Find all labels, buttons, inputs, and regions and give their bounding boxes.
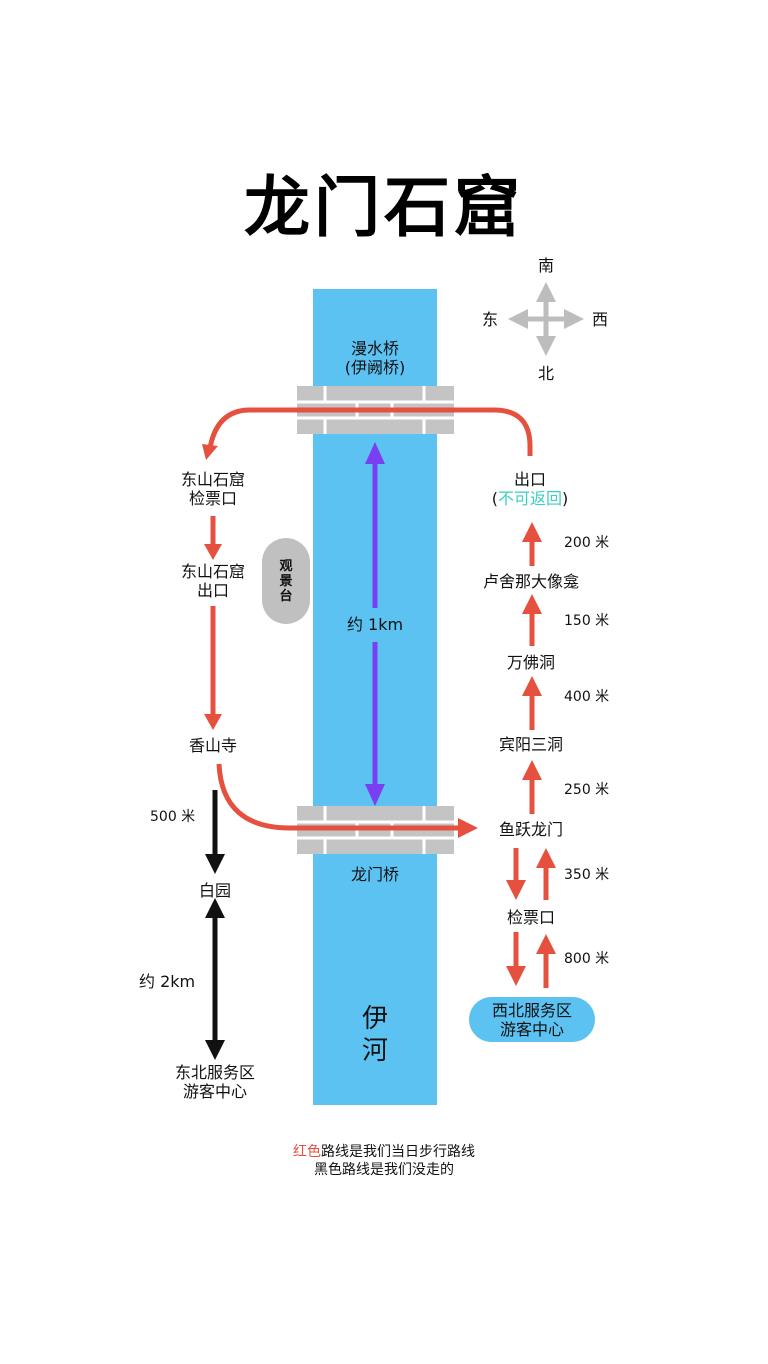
nw-visitor-center: 西北服务区 游客中心 [469, 997, 595, 1042]
top-bridge-name: 漫水桥 [350, 339, 399, 358]
legend-black-line: 黑色路线是我们没走的 [314, 1162, 454, 1178]
walked-route-lower-bridge [216, 763, 462, 831]
distance-exit: 200 米 [564, 535, 610, 551]
legend-red-rest: 路线是我们当日步行路线 [321, 1144, 475, 1160]
wanfo-cave: 万佛洞 [506, 653, 555, 672]
compass-west-label: 西 [591, 310, 608, 329]
exit-line2: (不可返回) [470, 489, 590, 508]
distance-bai-ne: 约 2km [139, 972, 196, 991]
river-name-line2: 河 [361, 1036, 388, 1066]
nw-center-line1: 西北服务区 [491, 1000, 572, 1020]
ne-center-line1: 东北服务区 [174, 1063, 255, 1082]
lushena-niche: 卢舍那大像龛 [482, 572, 579, 591]
distance-wanfo: 400 米 [564, 689, 610, 705]
compass-icon [508, 282, 584, 356]
walked-route-east-bank [506, 522, 556, 988]
exit-line1: 出口 [513, 470, 546, 489]
compass-east-label: 东 [481, 310, 498, 329]
no-return-note: 不可返回 [497, 489, 562, 508]
river-name: 伊 河 [313, 1003, 437, 1067]
top-bridge-label: 漫水桥 (伊阙桥) [313, 339, 437, 377]
ne-visitor-center: 东北服务区 游客中心 [155, 1063, 275, 1101]
map-title: 龙门石窟 [244, 169, 524, 246]
east-hill-ticket-line2: 检票口 [188, 489, 237, 508]
top-bridge-alt-name: (伊阙桥) [344, 358, 406, 377]
exit-paren-open: ( [491, 489, 498, 508]
distance-ticket: 800 米 [564, 951, 610, 967]
distance-yuyue: 350 米 [564, 867, 610, 883]
east-hill-exit-line1: 东山石窟 [180, 562, 245, 581]
exit-paren-close: ) [562, 489, 569, 508]
distance-temple-bai: 500 米 [150, 809, 196, 825]
yuyue-longmen: 鱼跃龙门 [498, 820, 563, 839]
legend: 红色路线是我们当日步行路线 黑色路线是我们没走的 [0, 1143, 768, 1179]
viewing-platform: 观 景 台 [262, 538, 310, 624]
viewing-platform-char1: 观 [279, 558, 293, 574]
viewing-platform-char3: 台 [279, 588, 293, 604]
legend-red-line: 红色路线是我们当日步行路线 [0, 1143, 768, 1161]
ticket-gate: 检票口 [506, 908, 555, 927]
ne-center-line2: 游客中心 [182, 1082, 247, 1101]
compass-south-label: 南 [537, 256, 554, 275]
nw-center-line2: 游客中心 [499, 1019, 564, 1039]
walked-route-top-bridge [207, 407, 533, 456]
exit-no-return: 出口 (不可返回) [470, 470, 590, 508]
east-hill-exit: 东山石窟 出口 [163, 562, 263, 600]
legend-red-word: 红色 [293, 1144, 321, 1160]
bridge-distance-label: 约 1km [330, 615, 420, 634]
east-hill-ticket-gate: 东山石窟 检票口 [163, 470, 263, 508]
bai-garden: 白园 [198, 881, 231, 900]
river-name-line1: 伊 [361, 1004, 388, 1034]
distance-lushena: 150 米 [564, 613, 610, 629]
binyang-caves: 宾阳三洞 [498, 735, 563, 754]
bridge-distance-arrow [365, 442, 385, 806]
xiangshan-temple: 香山寺 [188, 736, 237, 755]
east-hill-ticket-line1: 东山石窟 [180, 470, 245, 489]
distance-binyang: 250 米 [564, 782, 610, 798]
bottom-bridge-label: 龙门桥 [350, 865, 399, 884]
compass-north-label: 北 [537, 364, 554, 383]
east-hill-exit-line2: 出口 [196, 581, 229, 600]
viewing-platform-char2: 景 [279, 573, 293, 589]
